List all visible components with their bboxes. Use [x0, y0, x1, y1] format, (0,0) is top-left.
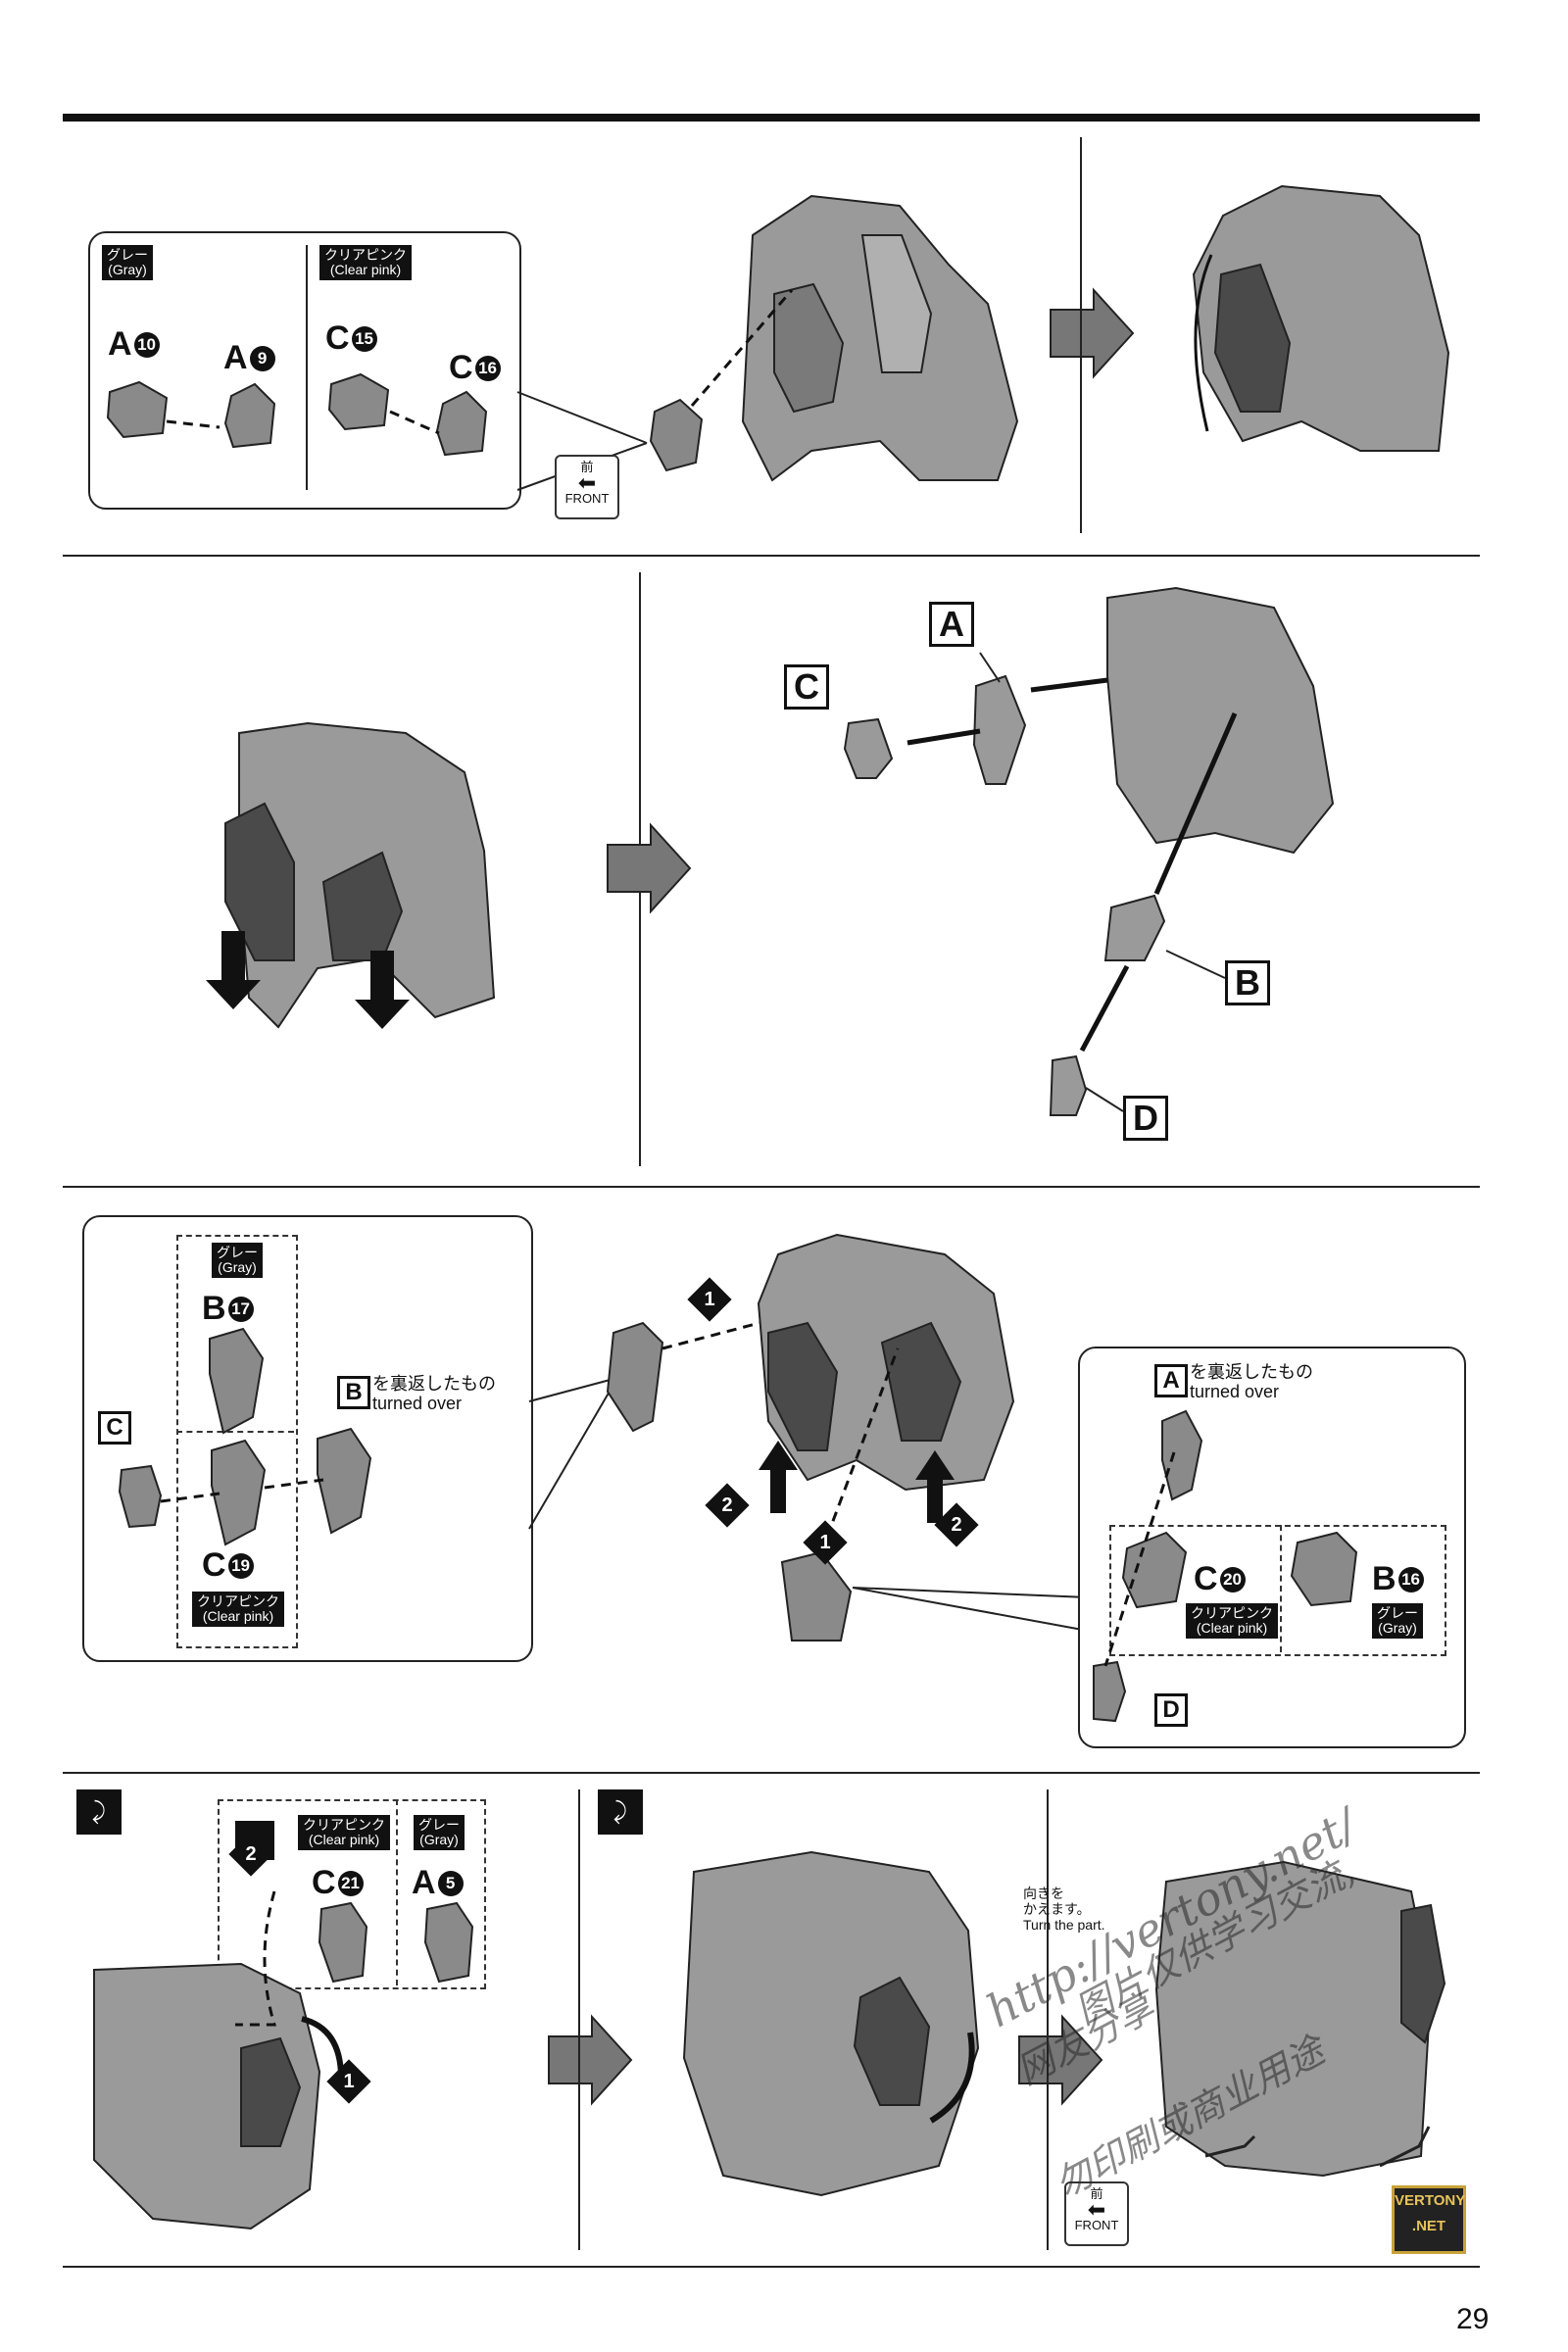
top-rule	[63, 114, 1480, 122]
section1-bottom-rule	[63, 555, 1480, 557]
gray-tag: グレー(Gray)	[414, 1815, 465, 1850]
parts-callout-1	[88, 231, 521, 510]
section1-divider	[1080, 137, 1082, 533]
rotate-view-icon: ⤸	[76, 1789, 122, 1835]
part-box-c-small: C	[98, 1411, 131, 1445]
clear-pink-tag: クリアピンク(Clear pink)	[298, 1815, 390, 1850]
rotate-view-icon: ⤸	[598, 1789, 643, 1835]
part-box-d-small: D	[1154, 1693, 1188, 1727]
front-badge-2: 前 ⬅ FRONT	[1064, 2181, 1129, 2246]
part-group-right	[1109, 1525, 1446, 1656]
bottom-rule	[63, 2266, 1480, 2268]
part-box-b: B	[1225, 960, 1270, 1005]
section3-bottom-rule	[63, 1772, 1480, 1774]
part-box-a-small: A	[1154, 1364, 1188, 1397]
section2-bottom-rule	[63, 1186, 1480, 1188]
part-box-d: D	[1123, 1096, 1168, 1141]
gray-tag: グレー(Gray)	[102, 245, 153, 280]
section4-divider-2	[1047, 1789, 1049, 2250]
part-group-right-divider	[1280, 1525, 1282, 1652]
front-badge-1: 前 ⬅ FRONT	[555, 455, 619, 519]
part-box-b-small: B	[337, 1376, 370, 1409]
part-group-sec4-divider	[396, 1799, 398, 1985]
gray-tag: グレー(Gray)	[212, 1243, 263, 1278]
vertony-logo: VERTONY.NET	[1392, 2185, 1466, 2254]
callout-divider	[306, 245, 308, 490]
part-group-divider	[176, 1431, 294, 1433]
clear-pink-tag: クリアピンク(Clear pink)	[1186, 1603, 1278, 1639]
page-number: 29	[1456, 2303, 1490, 2335]
gray-tag: グレー(Gray)	[1372, 1603, 1423, 1639]
part-group-left	[176, 1235, 298, 1648]
part-group-sec4	[218, 1799, 486, 1989]
part-box-a: A	[929, 602, 974, 647]
turn-part-note: 向きを かえます。 Turn the part.	[1023, 1886, 1105, 1933]
section4-divider-1	[578, 1789, 580, 2250]
clear-pink-tag: クリアピンク(Clear pink)	[319, 245, 412, 280]
clear-pink-tag: クリアピンク(Clear pink)	[192, 1592, 284, 1627]
part-box-c: C	[784, 664, 829, 710]
parts-callout-3	[82, 1215, 533, 1662]
